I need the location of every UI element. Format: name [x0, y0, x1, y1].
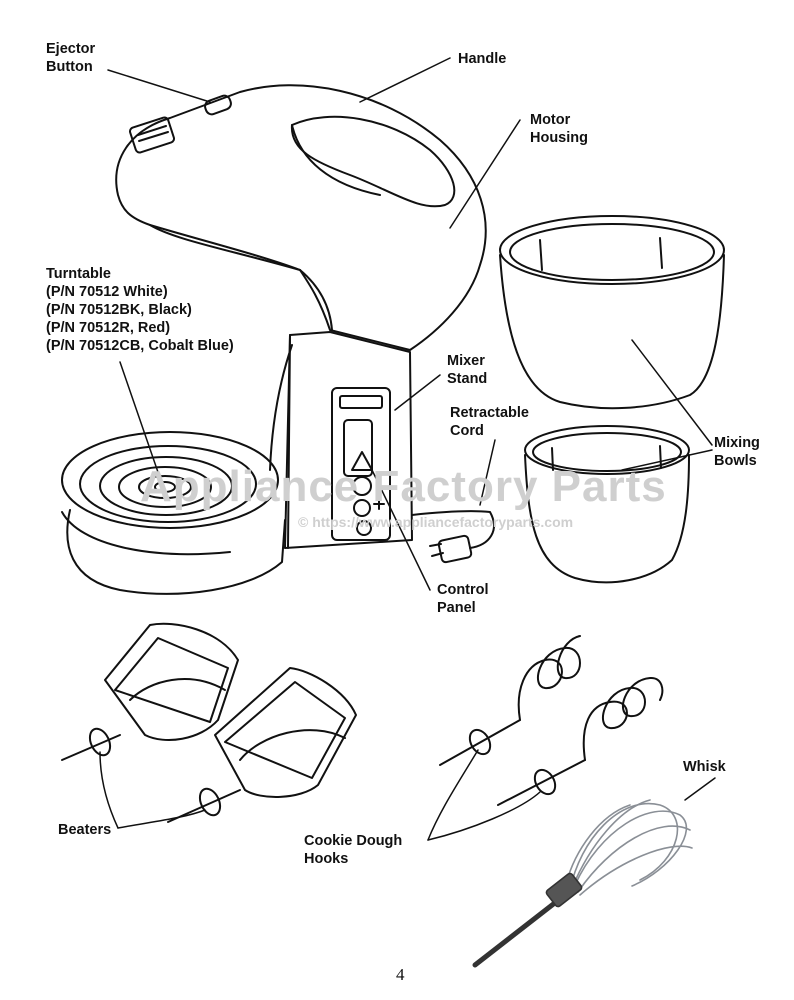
handle-grip [290, 115, 456, 208]
whisk [472, 799, 693, 968]
large-mixing-bowl [499, 215, 725, 410]
label-handle: Handle [458, 51, 507, 67]
label-beaters: Beaters [58, 822, 112, 838]
label-mixer-stand: Mixer Stand [447, 353, 488, 387]
control-panel-shape [331, 387, 391, 541]
label-ejector-button: Ejector Button [46, 41, 96, 75]
watermark-main: Appliance Factory Parts [140, 462, 667, 511]
label-cookie-dough-hooks: Cookie Dough Hooks [304, 833, 403, 867]
turntable [61, 431, 286, 595]
label-retractable-cord: Retractable Cord [450, 405, 529, 439]
beater-right [167, 667, 357, 823]
label-whisk: Whisk [683, 759, 726, 775]
watermark-url: © https://www.appliancefactoryparts.com [298, 514, 574, 530]
beater-left [61, 622, 239, 761]
mixer-head [115, 84, 487, 351]
label-turntable: Turntable (P/N 70512 White) (P/N 70512BK… [46, 266, 234, 354]
label-motor-housing: Motor Housing [530, 112, 588, 146]
dough-hook-left [439, 635, 581, 766]
page-number: 4 [396, 965, 405, 984]
label-control-panel: Control Panel [437, 582, 489, 616]
label-mixing-bowls: Mixing Bowls [714, 435, 760, 469]
vent-grille [129, 116, 175, 154]
retractable-cord [411, 510, 495, 564]
dough-hook-right [497, 676, 664, 806]
ejector-button-shape [204, 94, 232, 116]
mixer-stand [269, 331, 413, 549]
small-mixing-bowl [524, 425, 690, 584]
leader-lines [99, 57, 716, 841]
